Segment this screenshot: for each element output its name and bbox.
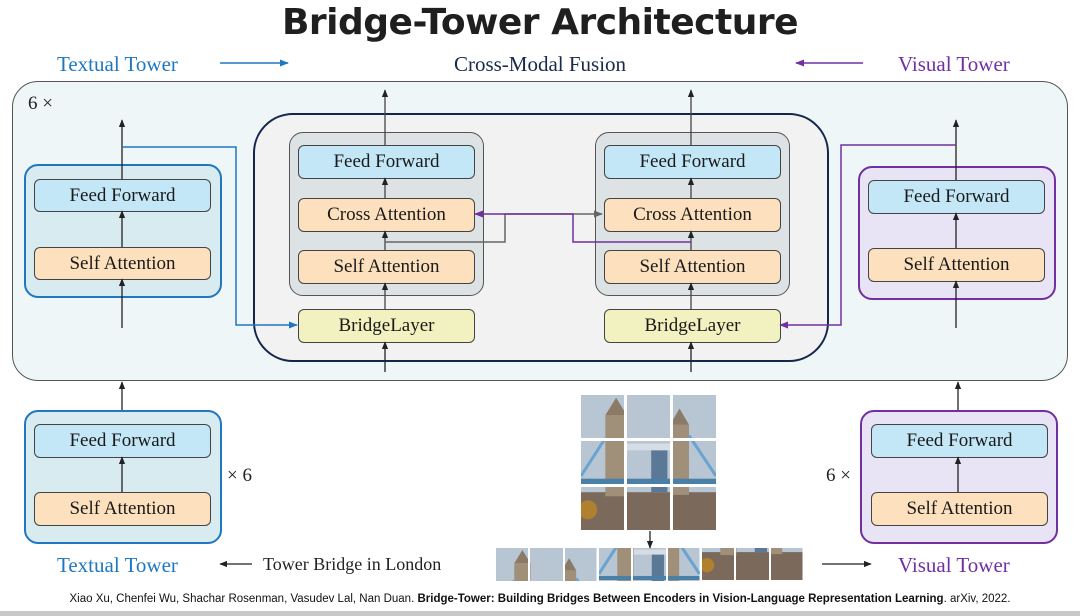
sequence-patch: [564, 548, 597, 581]
upper-repeat-label: 6 ×: [28, 93, 53, 114]
image-patch: [673, 441, 716, 484]
sequence-patch: [667, 548, 700, 581]
header-cross-modal-fusion: Cross-Modal Fusion: [453, 52, 627, 76]
fusion-right-self-attention: Self Attention: [604, 250, 781, 284]
lower-textual-repeat-label: × 6: [227, 465, 252, 486]
fusion-right-feed-forward: Feed Forward: [604, 145, 781, 179]
sequence-patch: [530, 548, 563, 581]
lower-visual-repeat-label: 6 ×: [826, 465, 851, 486]
upper-textual-self-attention: Self Attention: [34, 247, 211, 280]
bottom-bar: [0, 611, 1080, 616]
lower-textual-feed-forward: Feed Forward: [34, 424, 211, 458]
diagram-title: Bridge-Tower Architecture: [281, 2, 799, 43]
wire-textual-to-bridge: [122, 146, 298, 329]
sequence-patch: [770, 548, 803, 581]
image-patch: [627, 395, 670, 438]
wire-right-to-left-cross: [474, 210, 691, 243]
sequence-patch: [599, 548, 632, 581]
image-patch-sequence: [496, 548, 803, 581]
citation-paper-title: Bridge-Tower: Building Bridges Between E…: [417, 593, 944, 605]
header-textual-tower: Textual Tower: [57, 52, 178, 76]
image-patch: [673, 395, 716, 438]
image-patch: [581, 487, 624, 530]
text-input-caption: Tower Bridge in London: [263, 554, 442, 574]
lower-textual-self-attention: Self Attention: [34, 492, 211, 526]
header-visual-tower: Visual Tower: [898, 52, 1010, 76]
wire-left-to-right-cross: [385, 210, 603, 243]
image-patch: [581, 441, 624, 484]
sequence-patch: [633, 548, 666, 581]
citation-venue: . arXiv, 2022.: [943, 593, 1011, 605]
citation: Xiao Xu, Chenfei Wu, Shachar Rosenman, V…: [0, 593, 1080, 605]
image-patch: [673, 487, 716, 530]
image-patch-grid: [581, 395, 716, 530]
bottom-visual-tower-label: Visual Tower: [898, 553, 1010, 577]
image-patch: [627, 441, 670, 484]
fusion-right-bridge-layer: BridgeLayer: [604, 309, 781, 343]
bottom-textual-tower-label: Textual Tower: [57, 553, 178, 577]
sequence-patch: [736, 548, 769, 581]
wire-visual-to-bridge: [779, 144, 956, 329]
sequence-patch: [702, 548, 735, 581]
image-patch: [627, 487, 670, 530]
fusion-left-cross-attention: Cross Attention: [298, 198, 475, 232]
sequence-patch: [496, 548, 529, 581]
lower-visual-self-attention: Self Attention: [871, 492, 1048, 526]
citation-authors: Xiao Xu, Chenfei Wu, Shachar Rosenman, V…: [69, 593, 415, 605]
fusion-left-self-attention: Self Attention: [298, 250, 475, 284]
upper-visual-feed-forward: Feed Forward: [868, 180, 1045, 214]
image-patch: [581, 395, 624, 438]
fusion-right-cross-attention: Cross Attention: [604, 198, 781, 232]
